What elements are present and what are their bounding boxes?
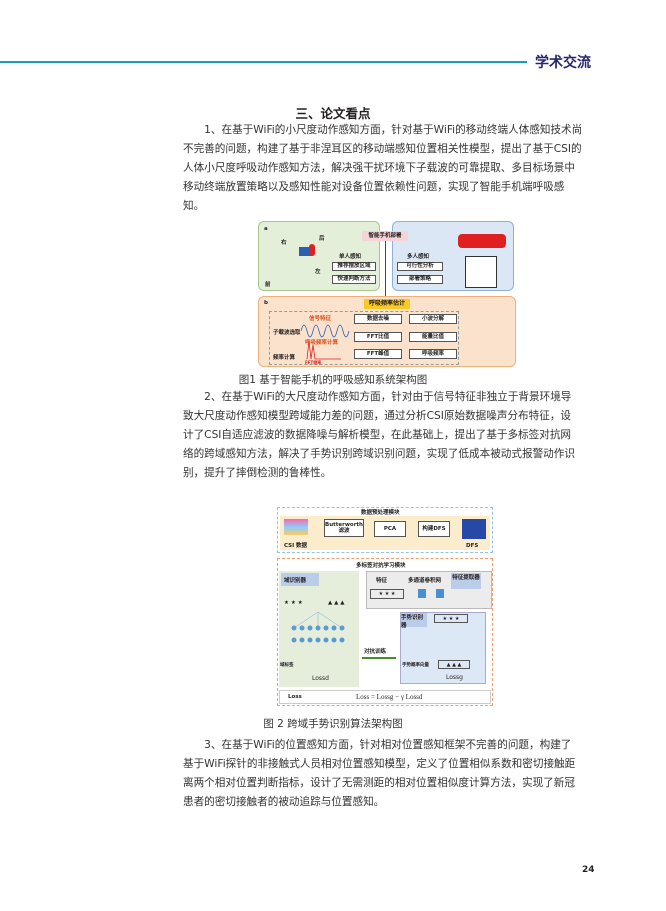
line: 不完善的问题，构建了基于非涅耳区的移动端感知位置相关性模型，提出了基于CSI的 [183, 143, 582, 155]
csi-icon [284, 519, 308, 535]
person-icon [309, 244, 315, 256]
label: 子载波选取 [273, 330, 301, 336]
stars: ★ ★ ★ [370, 589, 404, 599]
block: 数据去噪 [354, 314, 402, 324]
line: 别，提升了摔倒检测的鲁棒性。 [183, 467, 332, 479]
block: 可行性分析 [397, 262, 443, 271]
block: 推荐摆放区域 [332, 262, 376, 271]
line: 络的跨域感知方法，解决了手势识别跨域识别问题，实现了低成本被动式报警动作识 [183, 448, 575, 460]
line: 3、在基于WiFi的位置感知方面，针对相对位置感知框架不完善的问题，构建了 [183, 739, 572, 751]
label: Loss [288, 694, 302, 700]
label: 多通道卷积网 [408, 578, 442, 584]
process-area [269, 311, 459, 365]
triangles: ▲ ▲ ▲ [438, 660, 470, 669]
line: 2、在基于WiFi的大尺度动作感知方面，针对由于信号特征非独立于背景环境导 [183, 391, 572, 403]
line: 离两个相对位置判断指标，设计了无需测距的相对位置相似度计算方法，实现了新冠 [183, 777, 575, 789]
heading: 三、论文看点 [295, 106, 371, 121]
block: FFT峰值 [354, 349, 402, 359]
block: 部署策略 [397, 275, 443, 284]
triangles: ▲ ▲ ▲ [328, 600, 345, 606]
single-panel: a 右 后 左 前 单人感知 推荐摆放区域 快速判断方法 [258, 221, 380, 291]
line: 患者的密切接触者的被动追踪与位置感知。 [183, 796, 385, 808]
line: 1、在基于WiFi的小尺度动作感知方面，针对基于WiFi的移动终端人体感知技术尚 [183, 124, 583, 136]
block: PCA [374, 521, 406, 537]
loss-row [279, 690, 491, 704]
arrow [385, 241, 386, 298]
block: Butterworth滤波 [324, 519, 364, 537]
dir: 后 [319, 236, 325, 242]
section-title: 学术交流 [535, 55, 591, 71]
dir: 右 [281, 240, 287, 246]
figure-1-caption: 图1 基于智能手机的呼吸感知系统架构图 [238, 374, 428, 386]
block: 快速判断方法 [332, 275, 376, 284]
estimate-label: 呼吸频率估计 [364, 299, 410, 309]
stars: ★ ★ ★ [284, 600, 303, 606]
label: 呼吸频率计算 [305, 340, 339, 346]
figure-2: 数据预处理模块 CSI 数据 Butterworth滤波 PCA 构建DFS D… [276, 507, 496, 707]
label: Lossg [446, 674, 463, 681]
cube-icon [418, 589, 426, 598]
label: 频率计算 [273, 355, 296, 361]
restroom-icon [465, 256, 497, 288]
label-b: b [264, 300, 268, 306]
module-title: 数据预处理模块 [361, 510, 400, 516]
label: 对抗训练 [364, 649, 387, 655]
line: 基于WiFi探针的非接触式人员相对位置感知模型，定义了位置相似系数和密切接触距 [183, 758, 576, 770]
block: 构建DFS [418, 521, 450, 537]
module-title: 多标签对抗学习模块 [356, 563, 406, 569]
adversarial-arrow [362, 657, 396, 659]
block: 呼吸频率 [409, 349, 457, 359]
neural-net-icon [291, 612, 345, 643]
label: Lossd [312, 675, 329, 682]
stars: ★ ★ ★ [434, 614, 468, 623]
loss-equation: Loss = Lossg − γ Lossd [356, 693, 423, 701]
block: FFT比值 [354, 332, 402, 342]
multi-label-module [277, 558, 493, 706]
multi-title: 多人感知 [407, 254, 430, 260]
paragraph-1: 1、在基于WiFi的小尺度动作感知方面，针对基于WiFi的移动终端人体感知技术尚… [183, 121, 608, 216]
label-a: a [264, 226, 268, 232]
line: 致大尺度动作感知模型跨域能力差的问题，通过分析CSI原始数据噪声分布特征，设 [183, 410, 572, 422]
cube-icon [436, 589, 444, 598]
estimate-panel: b 呼吸频率估计 子载波选取 频率计算 信号特征 呼吸频率计算 FFT频率 数据… [258, 296, 516, 367]
label: CSI 数据 [284, 543, 308, 549]
people-icon [458, 234, 506, 248]
single-title: 单人感知 [339, 254, 362, 260]
label: 域标签 [280, 663, 294, 668]
page-number: 24 [582, 865, 595, 875]
line: 移动终端放置策略以及感知性能对设备位置依赖性问题，实现了智能手机端呼吸感 [183, 181, 565, 193]
label: 信号特征 [309, 316, 332, 322]
preprocess-module [277, 507, 493, 553]
label: 域识别器 [281, 573, 319, 586]
dir: 前 [265, 282, 271, 288]
header-rule [0, 61, 527, 63]
deploy-label: 智能手机部署 [362, 231, 408, 241]
dir: 左 [315, 269, 321, 275]
block: 能量比值 [409, 332, 457, 342]
label: 特征 [376, 578, 388, 584]
label: 手势识别器 [401, 613, 427, 629]
figure-2-caption: 图 2 跨域手势识别算法架构图 [263, 718, 403, 730]
label: DFS [466, 543, 479, 549]
line: 计了CSI自适应滤波的数据降噪与解析模型，在此基础上，提出了基于多标签对抗网 [183, 429, 572, 441]
paragraph-3: 3、在基于WiFi的位置感知方面，针对相对位置感知框架不完善的问题，构建了基于W… [183, 736, 608, 812]
figure-1: a 右 后 左 前 单人感知 推荐摆放区域 快速判断方法 多人感知 可行性分析 … [258, 221, 518, 367]
label: 特征提取器 [451, 573, 481, 589]
paragraph-2: 2、在基于WiFi的大尺度动作感知方面，针对由于信号特征非独立于背景环境导致大尺… [183, 388, 608, 483]
dfs-icon [462, 519, 486, 539]
multi-panel: 多人感知 可行性分析 部署策略 [392, 221, 514, 291]
line: 人体小尺度呼吸动作感知方法，解决强干扰环境下子载波的可靠提取、多目标场景中 [183, 162, 575, 174]
label: FFT频率 [305, 360, 322, 365]
block: 小波分解 [409, 314, 457, 324]
line: 知。 [183, 200, 205, 212]
label: 手势概率向量 [402, 663, 429, 668]
laptop-icon [299, 247, 313, 256]
waveform-icon [301, 324, 350, 360]
